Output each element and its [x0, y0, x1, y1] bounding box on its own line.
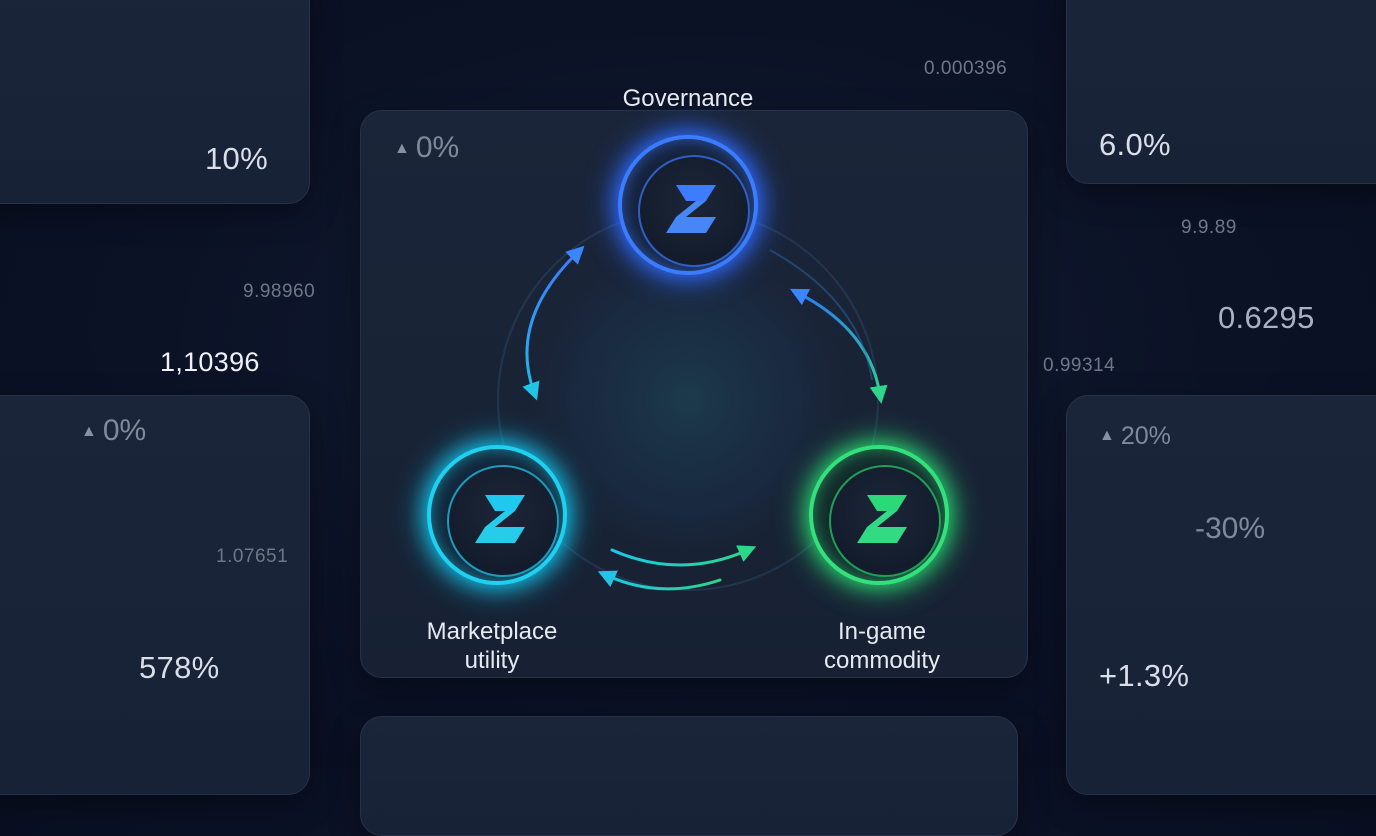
marketplace-label: Marketplace utility: [402, 617, 582, 675]
right-top-card: 6.0%: [1066, 0, 1376, 184]
left-float-b: 1,10396: [160, 347, 260, 377]
left-top-card: 10%: [0, 0, 310, 204]
right-bottom-card-delta: ▲ 20%: [1099, 422, 1171, 451]
up-triangle-icon: ▲: [394, 140, 410, 157]
marketplace-label-line1: Marketplace: [426, 618, 558, 645]
right-bottom-card-negative: -30%: [1195, 512, 1266, 545]
arrow-governance-ingame: [789, 288, 888, 404]
arrow-governance-marketplace: [522, 245, 585, 401]
ingame-label: In-game commodity: [792, 617, 972, 675]
right-float-a: 9.9.89: [1181, 217, 1237, 238]
right-float-c: 0.99314: [1043, 355, 1116, 376]
arrow-marketplace-ingame: [610, 545, 757, 567]
left-bottom-delta-value: 0%: [102, 414, 147, 447]
ingame-label-line1: In-game: [837, 618, 927, 645]
arrow-outer-right: [769, 249, 873, 381]
governance-node: [618, 135, 758, 275]
right-top-card-value: 6.0%: [1099, 127, 1171, 162]
governance-label: Governance: [622, 85, 754, 112]
marketplace-node: [427, 445, 567, 585]
center-delta-value: 0%: [415, 131, 460, 164]
ingame-label-line2: commodity: [823, 647, 941, 674]
lightning-bolt-icon: [666, 185, 716, 233]
up-triangle-icon: ▲: [1099, 427, 1115, 444]
left-bottom-card: ▲ 0% 1.07651 578%: [0, 395, 310, 795]
lightning-bolt-icon: [475, 495, 525, 543]
left-bottom-card-note: 1.07651: [216, 546, 289, 567]
left-float-a: 9.98960: [243, 281, 316, 302]
left-bottom-card-delta: ▲ 0%: [81, 414, 146, 448]
center-top-float: 0.000396: [924, 58, 1008, 79]
right-bottom-delta-value: 20%: [1120, 422, 1171, 450]
marketplace-label-line2: utility: [464, 647, 520, 674]
left-top-card-value: 10%: [205, 141, 268, 176]
ingame-node: [809, 445, 949, 585]
center-card-delta: ▲ 0%: [394, 131, 459, 165]
up-triangle-icon: ▲: [81, 423, 97, 440]
arrow-ingame-marketplace: [597, 570, 722, 591]
left-bottom-card-value: 578%: [139, 650, 220, 685]
right-bottom-card: ▲ 20% -30% +1.3%: [1066, 395, 1376, 795]
center-glow-disc: [528, 240, 848, 560]
right-bottom-card-positive: +1.3%: [1099, 658, 1190, 693]
lightning-bolt-icon: [857, 495, 907, 543]
right-float-b: 0.6295: [1218, 300, 1315, 335]
